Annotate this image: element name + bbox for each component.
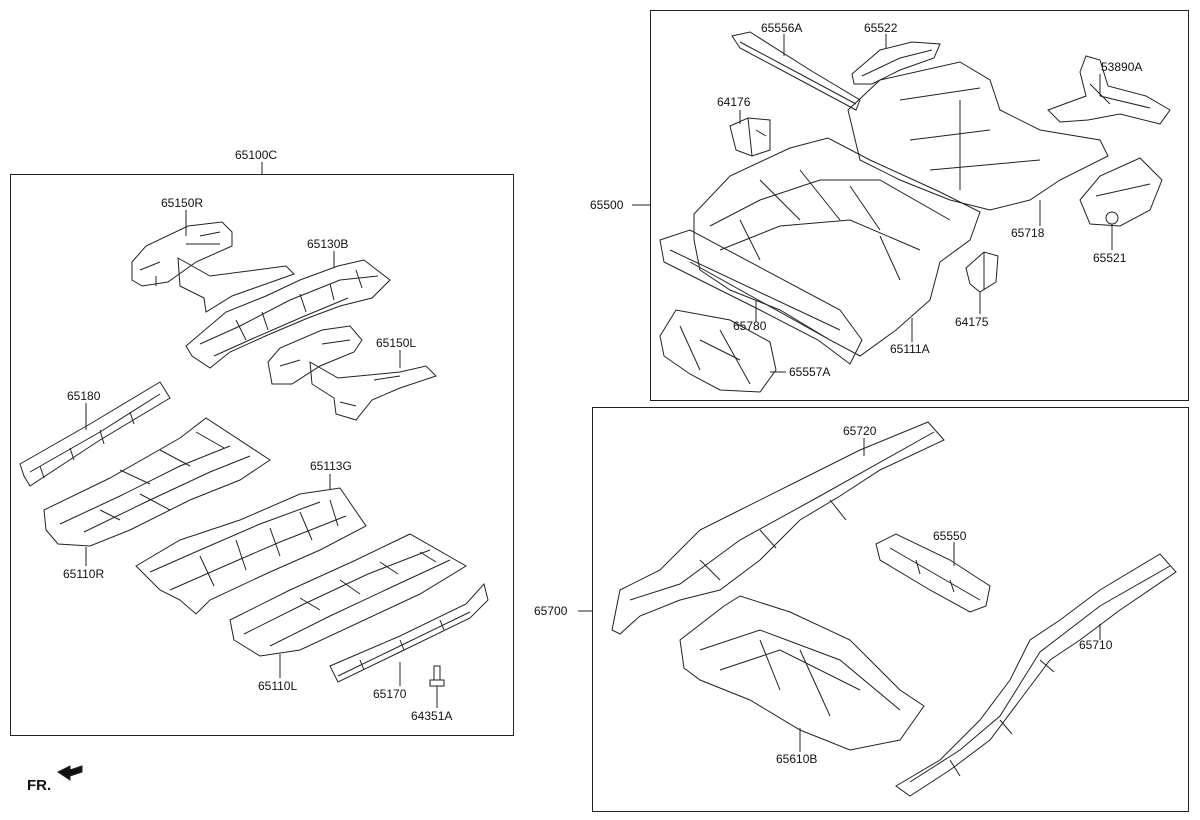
part-65180-drawing <box>19 381 171 487</box>
part-65556a-drawing <box>731 31 861 111</box>
part-64175-drawing <box>965 251 999 293</box>
part-65170-drawing <box>329 582 489 683</box>
group-label-65500: 65500 <box>590 198 624 212</box>
part-65150l-drawing <box>267 325 437 421</box>
part-label-65610b: 65610B <box>776 752 818 766</box>
part-65710-drawing <box>895 553 1177 797</box>
part-64176-drawing <box>729 117 771 157</box>
part-label-65110l: 65110L <box>258 679 298 693</box>
part-65130b-drawing <box>185 259 391 369</box>
part-label-65556a: 65556A <box>761 21 803 35</box>
group-frame-65500 <box>650 10 1189 401</box>
part-label-65180: 65180 <box>67 389 101 403</box>
part-label-65718: 65718 <box>1011 226 1045 240</box>
part-label-65710: 65710 <box>1079 638 1113 652</box>
part-label-65110r: 65110R <box>63 567 105 581</box>
part-65110l-drawing <box>229 533 467 657</box>
group-label-65700: 65700 <box>534 604 568 618</box>
part-label-65780: 65780 <box>733 319 767 333</box>
part-65557a-drawing <box>659 309 777 393</box>
group-frame-65700 <box>592 407 1189 812</box>
part-label-64351a: 64351A <box>411 709 453 723</box>
group-label-65100c: 65100C <box>235 148 278 162</box>
part-65610b-drawing <box>679 595 925 751</box>
part-label-65550: 65550 <box>933 529 967 543</box>
part-65500-rear-floor-drawing <box>659 61 1109 365</box>
part-label-65150l: 65150L <box>376 336 417 350</box>
part-label-64175: 64175 <box>955 315 989 329</box>
part-65521-drawing <box>1079 157 1163 227</box>
part-label-65521: 65521 <box>1093 251 1127 265</box>
part-65150r-drawing <box>131 221 295 313</box>
part-65110r-drawing <box>43 417 271 547</box>
part-65522-drawing <box>851 41 941 85</box>
part-65113g-drawing <box>135 487 367 615</box>
part-label-65130b: 65130B <box>307 237 349 251</box>
part-label-65111a: 65111A <box>890 342 930 356</box>
part-label-65150r: 65150R <box>161 196 204 210</box>
part-65720-drawing <box>611 421 945 635</box>
part-label-65522: 65522 <box>864 21 898 35</box>
group-frame-65100c <box>10 174 514 736</box>
part-label-53890a: 53890A <box>1101 60 1143 74</box>
part-label-65557a: 65557A <box>789 365 831 379</box>
part-label-65113g: 65113G <box>310 459 352 473</box>
part-64351a-drawing <box>429 665 445 687</box>
front-direction-label: FR. <box>27 777 52 794</box>
part-label-64176: 64176 <box>717 95 751 109</box>
front-direction-arrow-icon <box>57 765 83 781</box>
part-65550-drawing <box>875 533 991 613</box>
part-label-65170: 65170 <box>373 687 407 701</box>
part-label-65720: 65720 <box>843 424 877 438</box>
